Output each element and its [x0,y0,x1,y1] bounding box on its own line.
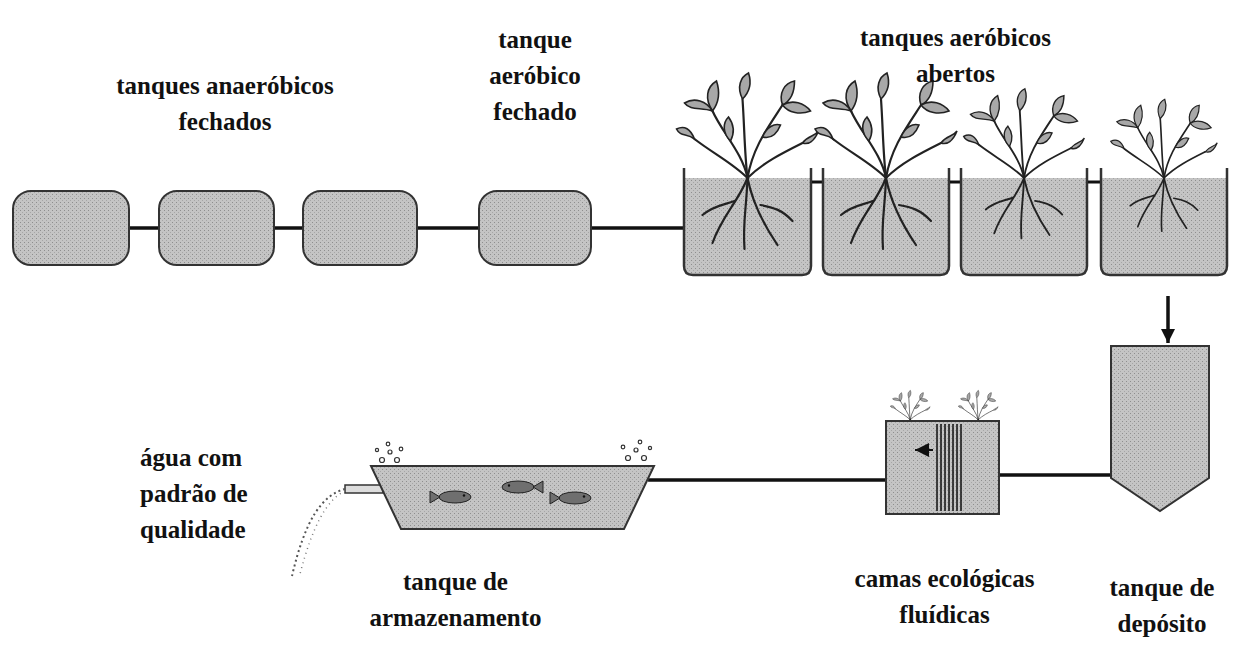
shape-outline [12,190,418,266]
stage-label: tanque de depósito [1092,570,1232,642]
shape-outline [478,190,592,266]
stage-label: tanques anaeróbicos fechados [70,68,380,140]
closed-tank [13,191,129,265]
bubbles [375,440,651,462]
shape-outline [1110,345,1210,512]
settling-tank-shape [1111,346,1209,511]
aquatic-plant [1111,99,1218,231]
aquatic-plant [677,73,819,249]
shape-outline [683,168,1228,276]
storage-shape [371,466,654,529]
pipe-connector [592,226,683,230]
bed-container [886,421,999,514]
closed-tank [479,191,591,265]
bed-fibers [937,424,961,511]
stage-label: tanque aeróbico fechado [470,22,600,130]
aquatic-plant [964,89,1085,239]
closed-aerobic-tank: tanque aeróbico fechado [478,190,592,266]
open-tank [684,168,811,275]
settling-tank: tanque de depósito [1110,345,1210,512]
tank-pipe [812,181,822,184]
pipe-connector [648,478,885,482]
tank-pipe [1088,181,1100,184]
stage-label: tanque de armazenamento [346,564,566,636]
fish [550,492,591,504]
storage-tank: tanque de armazenamento [370,465,655,530]
tank-pipe [130,226,158,230]
fish [430,491,471,503]
closed-tank [303,191,417,265]
outflow-label: água com padrão de qualidade [140,440,290,548]
aquatic-plant [815,73,957,249]
flow-arrow [915,449,933,451]
pipe-connector [1166,296,1170,343]
stage-label: tanques aeróbicos abertos [821,20,1091,92]
closed-tank [159,191,274,265]
anaerobic-tanks: tanques anaeróbicos fechados [12,190,418,266]
stage-label: camas ecológicas fluídicas [825,561,1065,633]
tank-water [1102,178,1226,274]
pipe-connector [1000,473,1110,477]
fluidic-beds: camas ecológicas fluídicas [885,420,1000,515]
shape-outline [885,420,1000,515]
tank-pipe [950,181,960,184]
pipe-connector [418,226,478,230]
tank-pipe [275,226,302,230]
open-tank [961,168,1087,275]
open-tank [823,168,949,275]
fish [502,481,543,493]
shape-outline [370,465,655,530]
outflow-pipe [292,485,383,576]
open-aerobic-tanks: tanques aeróbicos abertos [683,168,1228,276]
open-tank [1101,168,1227,275]
